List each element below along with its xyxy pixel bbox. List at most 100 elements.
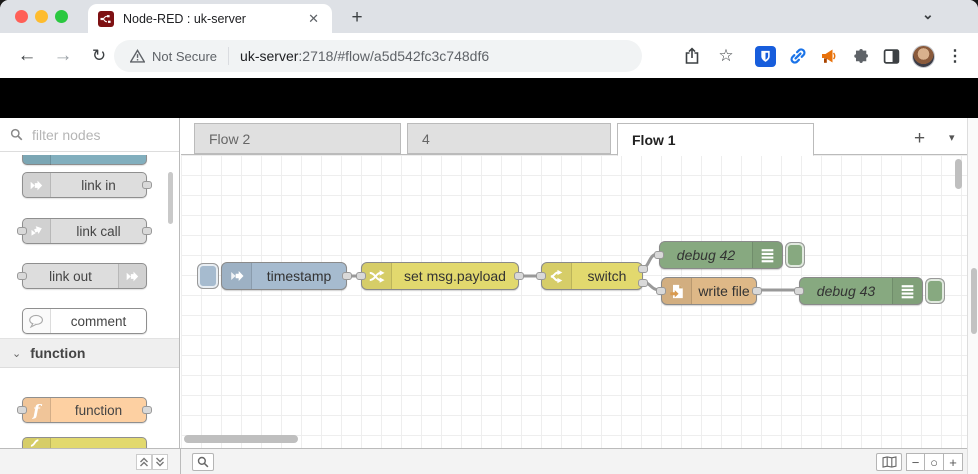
input-port[interactable] [17, 227, 27, 235]
inject-trigger-button[interactable] [197, 263, 219, 289]
flow-node-write-file[interactable]: write file [656, 277, 762, 305]
palette-category-function[interactable]: ⌄ function [0, 338, 179, 368]
flow-node-change[interactable]: set msg.payload [356, 262, 524, 290]
share-icon[interactable] [679, 43, 705, 69]
minimap-button[interactable] [876, 453, 902, 471]
flow-node-debug-43[interactable]: debug 43 [794, 277, 923, 305]
palette-node-label: comment [70, 313, 127, 329]
output-port[interactable] [752, 287, 762, 295]
page-scrollbar-thumb[interactable] [970, 268, 977, 334]
node-red-favicon [98, 10, 114, 27]
output-port[interactable] [142, 181, 152, 189]
flow-node-switch[interactable]: switch [536, 262, 648, 290]
inject-icon [222, 263, 252, 289]
browser-menu-icon[interactable]: ⋮ [947, 48, 963, 65]
canvas-horizontal-scrollbar[interactable] [184, 435, 298, 443]
url-host: uk-server [240, 48, 299, 64]
input-port[interactable] [17, 406, 27, 414]
window-minimize-button[interactable] [35, 10, 48, 23]
tab-close-icon[interactable]: ✕ [308, 10, 319, 26]
palette-node-label: link out [49, 268, 92, 284]
extensions-puzzle-icon[interactable] [848, 43, 874, 69]
input-port[interactable] [794, 287, 804, 295]
output-port[interactable] [142, 406, 152, 414]
address-bar[interactable]: Not Secure uk-server:2718/#flow/a5d542fc… [114, 40, 642, 72]
zoom-controls: − ○ + [906, 453, 963, 471]
output-port[interactable] [142, 227, 152, 235]
input-port[interactable] [654, 251, 664, 259]
palette-node-label: function [74, 402, 123, 418]
tab-search-icon[interactable]: ⌄ [922, 6, 934, 22]
zoom-reset-button[interactable]: ○ [925, 453, 944, 471]
zoom-out-button[interactable]: − [906, 453, 925, 471]
palette-filter [0, 118, 179, 152]
link-call-icon [23, 219, 51, 243]
window-zoom-button[interactable] [55, 10, 68, 23]
comment-bubble-icon [23, 309, 51, 333]
side-panel-icon[interactable] [878, 43, 904, 69]
palette-filter-input[interactable] [30, 125, 160, 144]
palette-node-label: link in [81, 177, 116, 193]
change-shuffle-icon [362, 263, 392, 289]
search-icon [10, 128, 23, 141]
output-port-2[interactable] [638, 279, 648, 287]
file-icon [662, 278, 692, 304]
link-extension-icon[interactable] [785, 43, 811, 69]
debug-toggle-button[interactable] [925, 278, 945, 304]
flow-node-inject[interactable]: timestamp [221, 262, 352, 290]
address-divider [228, 47, 230, 65]
bitwarden-extension-icon[interactable] [752, 43, 778, 69]
flow-node-label: debug 43 [816, 283, 876, 299]
not-secure-warning-icon [130, 49, 145, 63]
reload-button[interactable]: ↻ [91, 46, 107, 65]
expand-all-button[interactable] [152, 454, 168, 470]
flow-node-label: debug 42 [676, 247, 736, 263]
not-secure-label[interactable]: Not Secure [152, 48, 218, 64]
browser-tab-title: Node-RED : uk-server [123, 11, 246, 26]
flow-node-debug-42[interactable]: debug 42 [654, 241, 783, 269]
function-icon: f [23, 398, 51, 422]
output-port[interactable] [342, 272, 352, 280]
flow-node-label: set msg.payload [404, 268, 506, 284]
canvas-vertical-scrollbar[interactable] [955, 159, 962, 189]
palette-node-clipped-bottom[interactable] [22, 437, 147, 448]
palette-node-link-out[interactable]: link out [17, 263, 147, 289]
browser-toolbar: ← → ↻ Not Secure uk-server:2718/#flow/a5… [0, 33, 978, 78]
palette-node-link-call[interactable]: link call [17, 218, 152, 244]
palette-node-clipped[interactable] [22, 154, 147, 165]
flow-tab-4[interactable]: 4 [407, 123, 611, 154]
flow-node-label: write file [698, 283, 750, 299]
zoom-in-button[interactable]: + [944, 453, 963, 471]
profile-avatar[interactable] [910, 43, 936, 69]
input-port[interactable] [656, 287, 666, 295]
bookmark-star-icon[interactable]: ☆ [718, 46, 734, 65]
page-scrollbar-track [967, 118, 978, 474]
input-port[interactable] [17, 272, 27, 280]
canvas-search-button[interactable] [192, 453, 214, 471]
input-port[interactable] [356, 272, 366, 280]
add-flow-button[interactable]: + [914, 128, 926, 149]
flow-tab-label: Flow 1 [632, 131, 676, 148]
debug-toggle-button[interactable] [785, 242, 805, 268]
flow-list-caret-icon[interactable]: ▾ [949, 132, 955, 144]
megaphone-extension-icon[interactable] [816, 43, 842, 69]
window-close-button[interactable] [15, 10, 28, 23]
flow-canvas[interactable]: timestamp set msg.payload [181, 155, 967, 448]
flow-tab-flow1[interactable]: Flow 1 [617, 123, 814, 156]
collapse-all-button[interactable] [136, 454, 152, 470]
link-arrow-icon [118, 264, 146, 288]
forward-button[interactable]: → [53, 45, 73, 66]
palette-node-label: link call [76, 223, 121, 239]
palette-node-comment[interactable]: comment [22, 308, 147, 334]
flow-tab-flow2[interactable]: Flow 2 [194, 123, 401, 154]
input-port[interactable] [536, 272, 546, 280]
palette-node-link-in[interactable]: link in [22, 172, 152, 198]
palette-node-function[interactable]: f function [17, 397, 152, 423]
output-port-1[interactable] [638, 265, 648, 273]
browser-tab[interactable]: Node-RED : uk-server ✕ [88, 4, 332, 33]
palette-scrollbar[interactable] [168, 172, 173, 224]
output-port[interactable] [514, 272, 524, 280]
back-button[interactable]: ← [17, 45, 37, 66]
new-tab-button[interactable]: + [351, 7, 363, 28]
